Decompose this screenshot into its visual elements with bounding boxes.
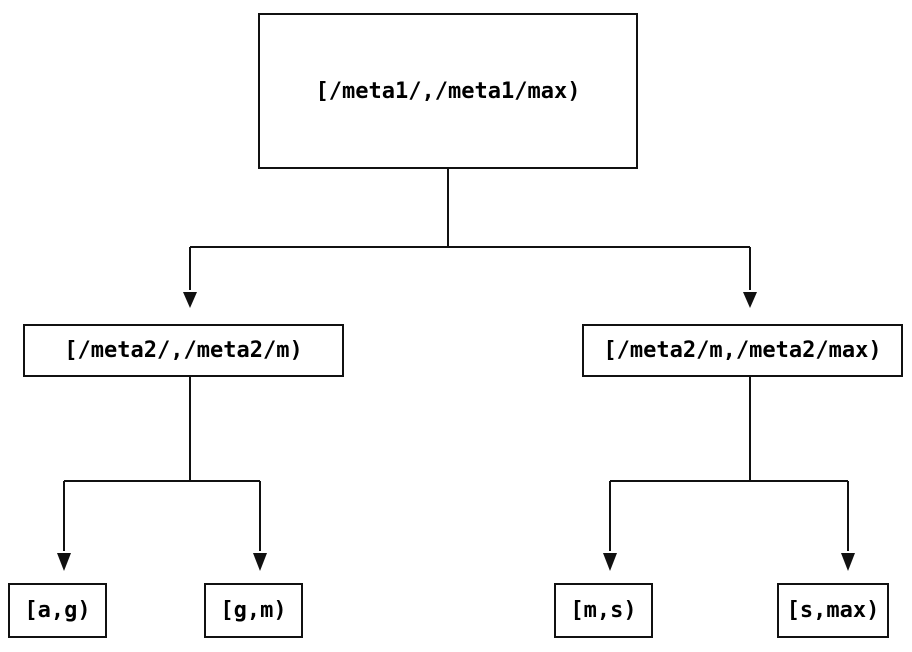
node-leaf-a-g-label: [a,g) [24, 598, 91, 623]
node-leaf-m-s: [m,s) [554, 583, 653, 638]
edge-left-leaf1-arrowhead-icon [57, 553, 71, 571]
node-meta2-lower-label: [/meta2/,/meta2/m) [64, 338, 303, 363]
node-leaf-s-max: [s,max) [777, 583, 889, 638]
node-root-label: [/meta1/,/meta1/max) [315, 78, 581, 104]
node-leaf-g-m-label: [g,m) [220, 598, 287, 623]
edge-root-right-arrowhead-icon [743, 292, 757, 308]
edge-left-subtree [63, 377, 261, 551]
edge-right-leaf2-arrowhead-icon [841, 553, 855, 571]
node-leaf-s-max-label: [s,max) [786, 598, 880, 623]
edge-right-subtree [609, 377, 849, 551]
edge-root-left-arrowhead-icon [183, 292, 197, 308]
node-meta2-upper-label: [/meta2/m,/meta2/max) [603, 338, 882, 363]
node-leaf-g-m: [g,m) [204, 583, 303, 638]
edge-right-leaf1-arrowhead-icon [603, 553, 617, 571]
edge-left-leaf2-arrowhead-icon [253, 553, 267, 571]
edge-root-to-children [189, 169, 751, 290]
node-leaf-a-g: [a,g) [8, 583, 107, 638]
node-meta2-lower-range: [/meta2/,/meta2/m) [23, 324, 344, 377]
node-root-meta1-range: [/meta1/,/meta1/max) [258, 13, 638, 169]
node-leaf-m-s-label: [m,s) [570, 598, 637, 623]
node-meta2-upper-range: [/meta2/m,/meta2/max) [582, 324, 903, 377]
